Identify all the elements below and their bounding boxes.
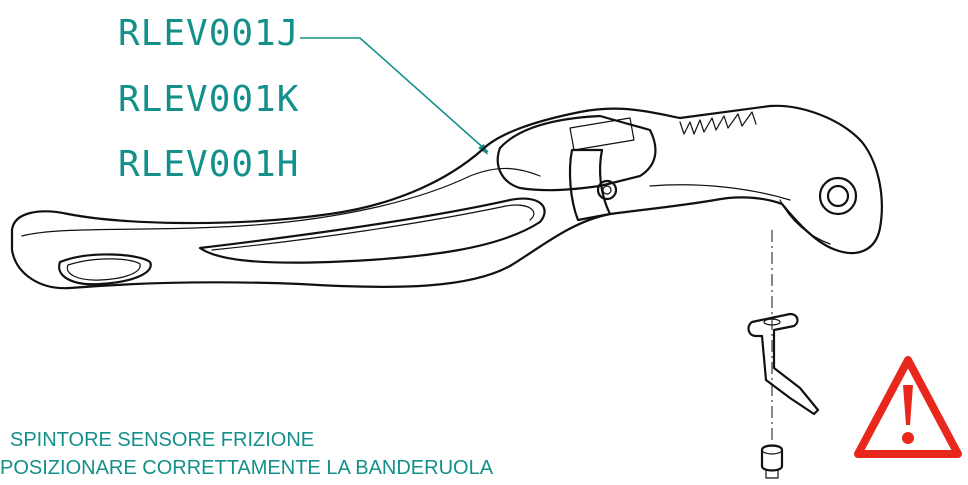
part-code-2: RLEV001K xyxy=(118,79,299,120)
assembly-notes: SPINTORE SENSORE FRIZIONE POSIZIONARE CO… xyxy=(0,429,494,479)
screw-part xyxy=(760,444,784,479)
warning-triangle-icon xyxy=(854,356,962,458)
part-code-3: RLEV001H xyxy=(118,144,299,185)
sensor-flag-part xyxy=(747,312,820,416)
part-code-list: RLEV001J RLEV001K RLEV001H xyxy=(118,13,299,185)
note-sensor-pusher: SPINTORE SENSORE FRIZIONE xyxy=(10,429,314,451)
note-position-flag: POSIZIONARE CORRETTAMENTE LA BANDERUOLA xyxy=(0,457,494,479)
lever-drawing xyxy=(10,104,883,290)
leader-line xyxy=(300,37,489,155)
part-code-1: RLEV001J xyxy=(118,13,299,54)
